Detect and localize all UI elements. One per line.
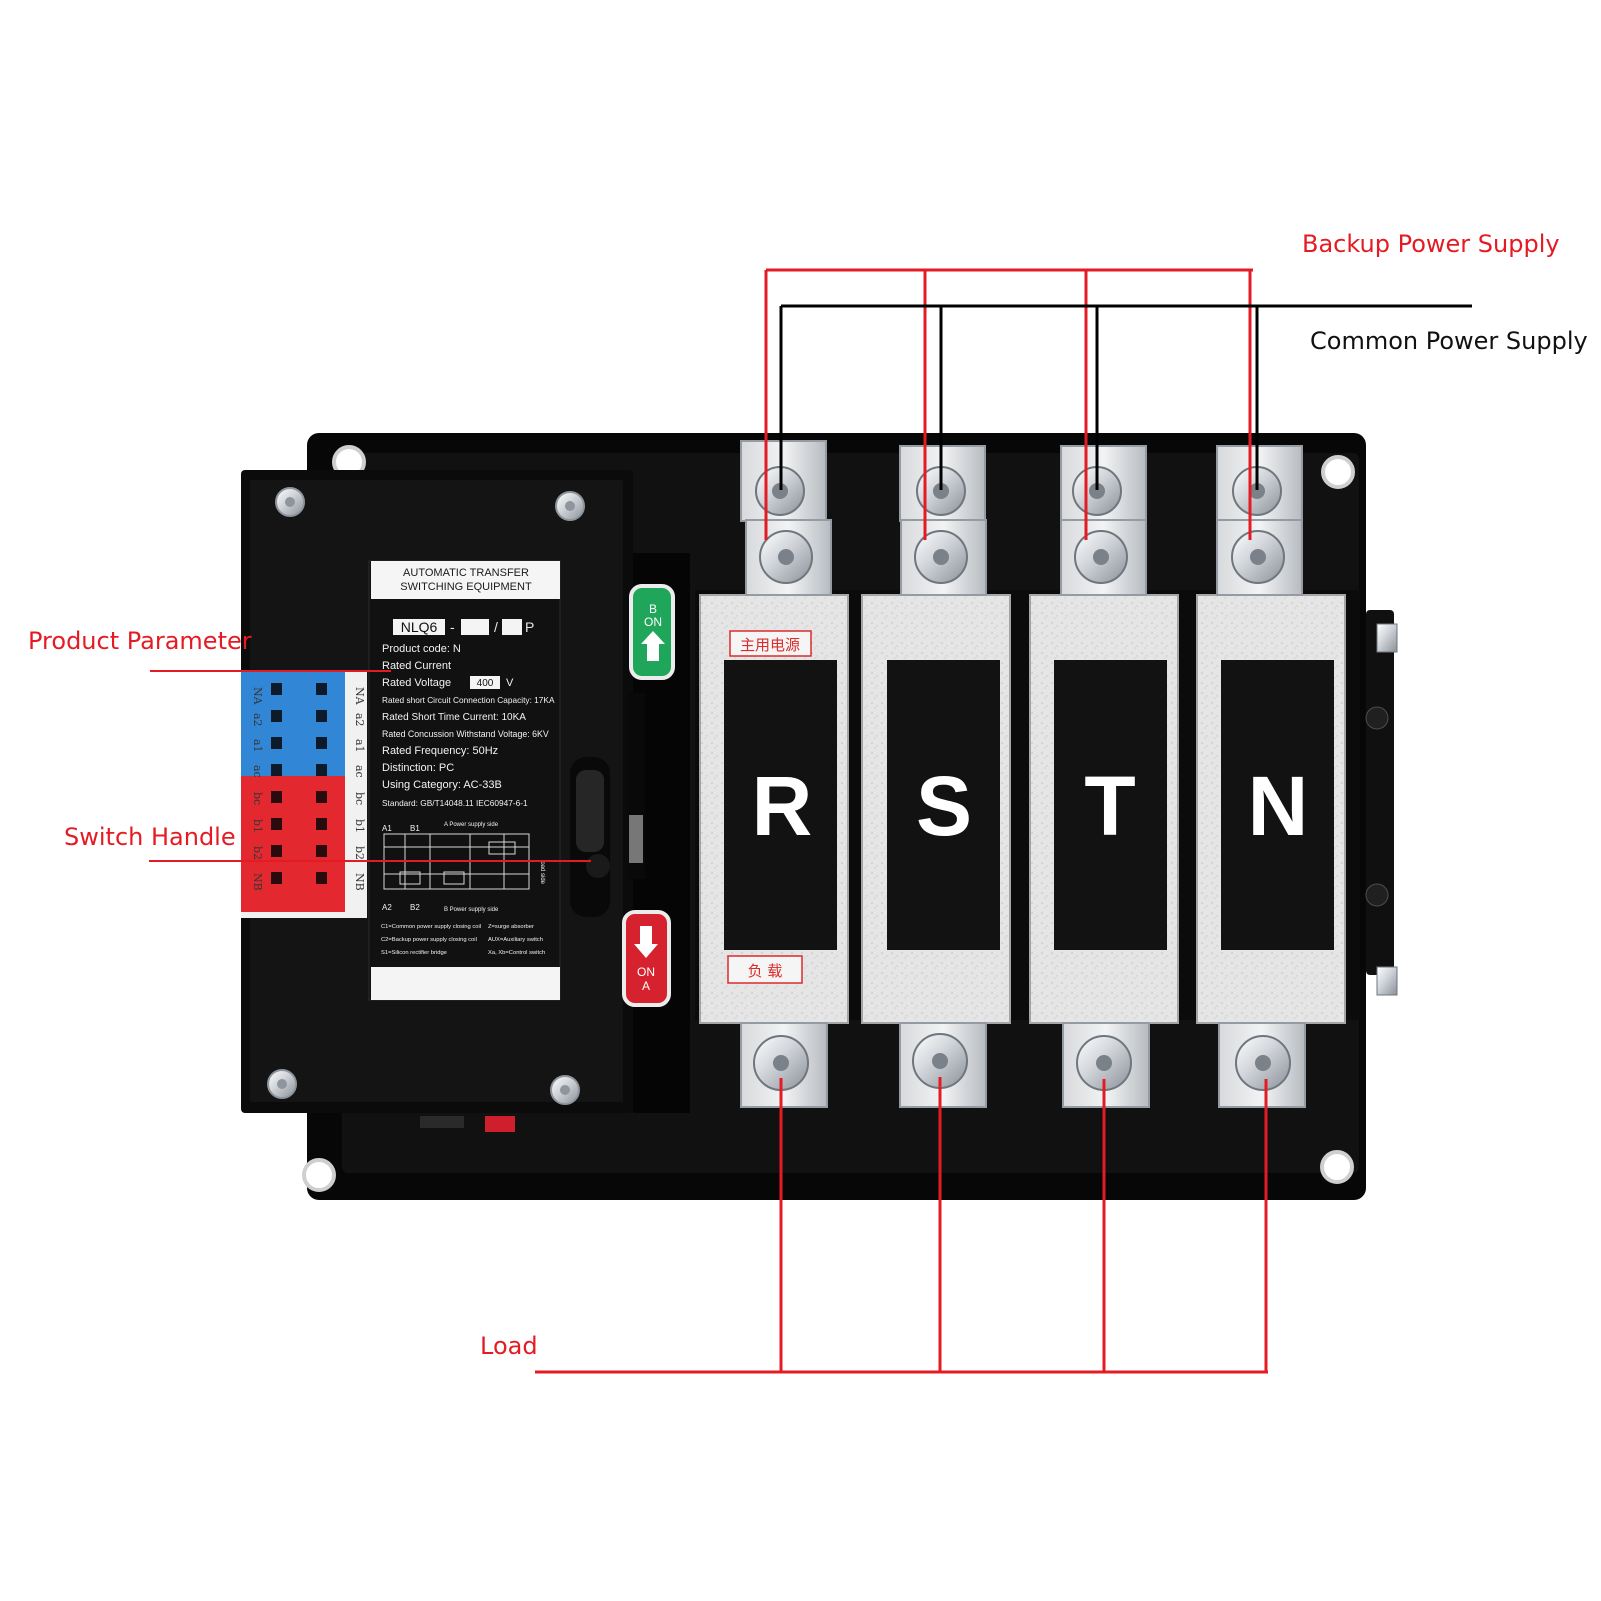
terminal-label-na-left: NA — [251, 687, 264, 706]
pole-r-letter: R — [752, 759, 813, 853]
terminal-block: NA a2 a1 ac bc b1 b2 NB NA a2 a1 ac bc b… — [241, 671, 367, 918]
spec-standard: Standard: GB/T14048.11 IEC60947-6-1 — [382, 798, 528, 808]
spec-short-circuit-capacity: Rated short Circuit Connection Capacity:… — [382, 695, 555, 705]
on-b-button[interactable]: B ON — [629, 584, 675, 680]
pole-s: S — [861, 594, 1011, 1024]
terminal-label-nb-left: NB — [251, 873, 264, 891]
spec-distinction: Distinction: PC — [382, 762, 454, 774]
spec-rated-current: Rated Current — [382, 660, 451, 672]
spec-rated-voltage-unit: V — [506, 677, 514, 689]
switch-handle-assembly — [570, 693, 645, 917]
terminal-label-ac-right: ac — [353, 765, 366, 778]
side-nuts — [1365, 623, 1398, 996]
top-terminals — [740, 440, 1303, 596]
bottom-terminals — [740, 1022, 1306, 1108]
common-power-supply-label: Common Power Supply — [1310, 327, 1588, 355]
terminal-label-nb-right: NB — [353, 873, 366, 891]
terminal-label-b1-right: b1 — [353, 819, 366, 833]
legend-z: Z=surge absorber — [488, 924, 534, 930]
nameplate-title-line-2: SWITCHING EQUIPMENT — [400, 581, 532, 593]
on-a-button-on-label: ON — [637, 965, 655, 979]
terminal-label-b2-right: b2 — [353, 846, 366, 860]
backup-supply-connector-lines — [764, 268, 1253, 540]
terminal-label-ac-left: ac — [251, 765, 264, 778]
terminal-label-bc-right: bc — [353, 792, 366, 805]
switch-handle-label: Switch Handle — [64, 823, 236, 851]
diagram-label-b1: B1 — [410, 824, 420, 833]
pole-r: 主用电源 负 载 R — [699, 594, 849, 1024]
legend-xa: Xa, Xb=Control switch — [488, 950, 545, 956]
spec-rated-voltage: Rated Voltage — [382, 677, 451, 689]
mounting-hole-bottom-left — [302, 1158, 336, 1192]
spec-using-category: Using Category: AC-33B — [382, 779, 502, 791]
diagram-label-a2: A2 — [382, 903, 392, 912]
backup-power-supply-label: Backup Power Supply — [1302, 230, 1560, 258]
mounting-hole-bottom-right — [1320, 1150, 1354, 1184]
terminal-label-a1-right: a1 — [353, 739, 366, 753]
pole-r-main-source-tag: 主用电源 — [740, 636, 800, 654]
spec-rated-voltage-value: 400 — [477, 678, 494, 689]
nameplate-model-suffix: P — [525, 619, 534, 635]
nameplate-model-prefix: NLQ6 — [401, 619, 438, 635]
terminal-label-a1-left: a1 — [251, 739, 264, 753]
diagram-power-side-top: A Power supply side — [444, 822, 499, 828]
mounting-hole-top-right — [1321, 455, 1355, 489]
diagram-load-side: load side — [539, 860, 545, 885]
terminal-label-bc-left: bc — [251, 792, 264, 805]
legend-s1: S1=Silicon rectifier bridge — [381, 950, 447, 956]
nameplate: AUTOMATIC TRANSFER SWITCHING EQUIPMENT N… — [368, 560, 561, 1001]
spec-product-code: Product code: N — [382, 643, 461, 655]
on-b-button-on-label: ON — [644, 615, 662, 629]
control-box-screws — [267, 487, 585, 1105]
terminal-label-a2-left: a2 — [251, 713, 264, 727]
down-arrow-icon — [634, 926, 658, 958]
spec-withstand-voltage: Rated Concussion Withstand Voltage: 6KV — [382, 729, 549, 739]
terminal-block-left-labels: NA a2 a1 ac bc b1 b2 NB — [251, 687, 264, 891]
switch-handle-socket — [586, 854, 610, 878]
pole-assemblies: 主用电源 负 载 R S T N — [695, 440, 1398, 1108]
terminal-block-right-labels: NA a2 a1 ac bc b1 b2 NB — [353, 687, 366, 891]
terminal-screw-slots — [271, 683, 327, 884]
on-a-button-a-label: A — [642, 979, 650, 993]
legend-c2: C2=Backup power supply closing coil — [381, 937, 477, 943]
pole-n: N — [1196, 594, 1346, 1024]
diagram-label-b2: B2 — [410, 903, 420, 912]
nameplate-title-line-1: AUTOMATIC TRANSFER — [403, 567, 529, 579]
nameplate-model-dash: - — [450, 619, 455, 635]
pole-n-letter: N — [1248, 759, 1309, 853]
pole-s-letter: S — [916, 759, 972, 853]
load-connector-lines — [535, 1077, 1268, 1374]
diagram-power-side-bottom: B Power supply side — [444, 907, 499, 913]
pole-t: T — [1029, 594, 1179, 1024]
terminal-label-b2-left: b2 — [251, 846, 264, 860]
terminal-label-b1-left: b1 — [251, 819, 264, 833]
spec-rated-frequency: Rated Frequency: 50Hz — [382, 745, 498, 757]
common-supply-connector-lines — [779, 304, 1472, 490]
pole-t-letter: T — [1084, 759, 1135, 853]
product-parameter-label: Product Parameter — [28, 627, 252, 655]
pole-r-load-tag: 负 载 — [748, 962, 783, 980]
spec-short-time-current: Rated Short Time Current: 10KA — [382, 712, 526, 723]
nameplate-model-slash: / — [494, 619, 498, 635]
on-b-button-b-label: B — [649, 602, 657, 616]
load-label: Load — [480, 1332, 538, 1360]
terminal-label-a2-right: a2 — [353, 713, 366, 727]
up-arrow-icon — [641, 631, 665, 661]
legend-aux: AUX=Auxiliary switch — [488, 937, 543, 943]
terminal-label-na-right: NA — [353, 687, 366, 706]
on-a-button[interactable]: ON A — [622, 910, 671, 1007]
diagram-label-a1: A1 — [382, 824, 392, 833]
legend-c1: C1=Common power supply closing coil — [381, 924, 481, 930]
